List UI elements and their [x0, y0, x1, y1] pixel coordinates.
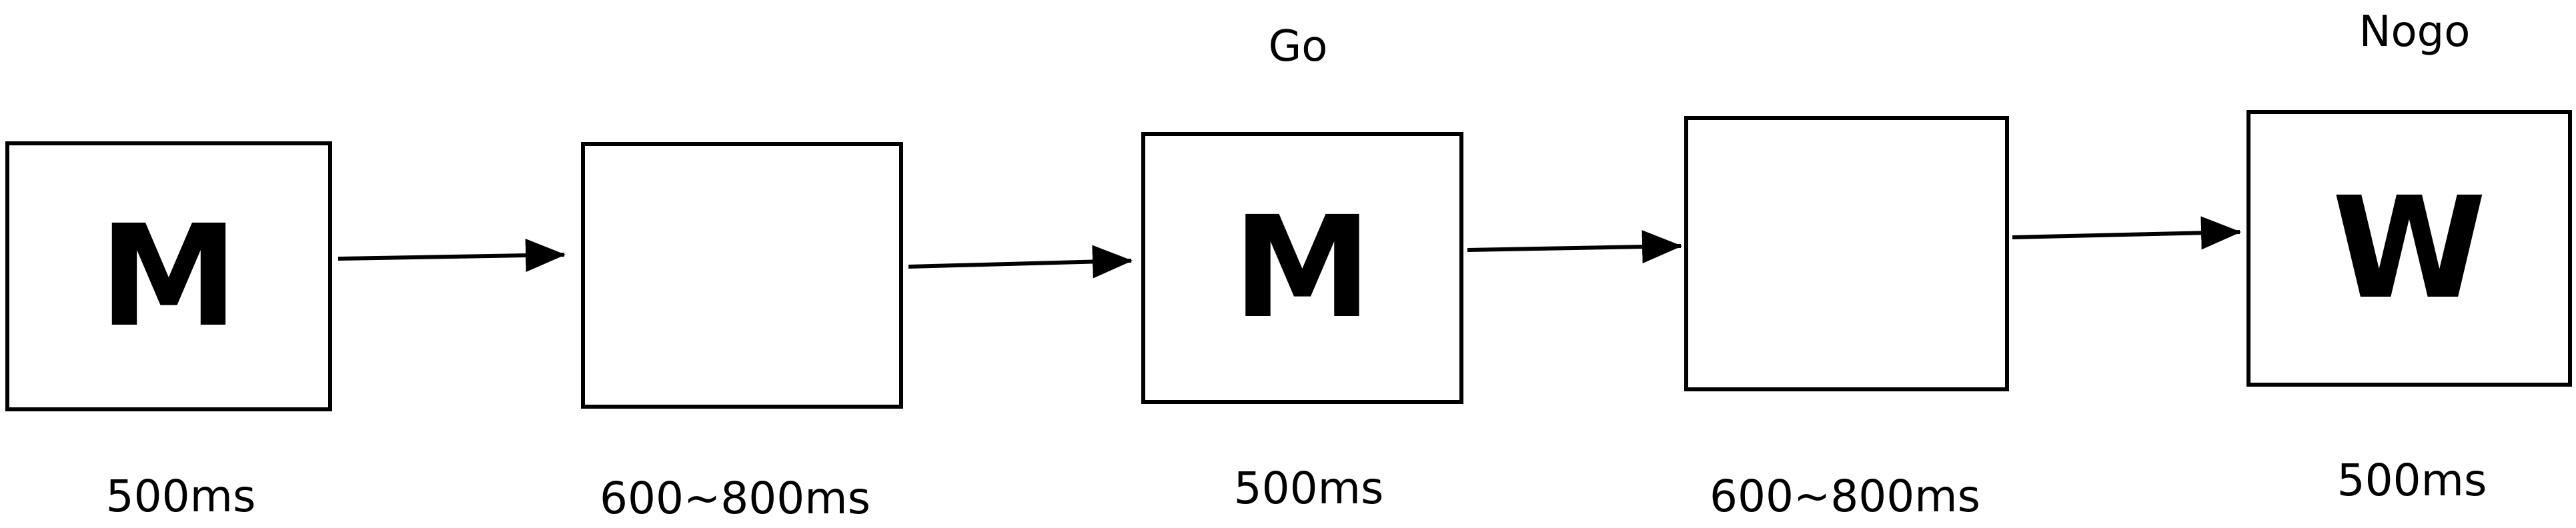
arrow-3: [1467, 230, 1682, 264]
stimulus-panel-5: W: [2246, 110, 2572, 387]
stimulus-letter: M: [99, 194, 239, 358]
duration-label: 600~800ms: [600, 473, 870, 524]
stimulus-panel-3: M: [1141, 132, 1463, 404]
duration-label: 500ms: [105, 471, 256, 522]
duration-label: 500ms: [2337, 455, 2487, 506]
condition-label-nogo: Nogo: [2359, 7, 2471, 57]
stimulus-letter: W: [2332, 166, 2487, 330]
stimulus-letter: M: [1233, 186, 1372, 349]
blank-panel-2: [581, 142, 903, 409]
stimulus-panel-1: M: [5, 141, 332, 411]
duration-label: 500ms: [1233, 463, 1384, 514]
arrow-1: [338, 239, 566, 273]
condition-label-go: Go: [1268, 22, 1328, 71]
blank-panel-4: [1684, 116, 2009, 391]
arrow-2: [908, 245, 1133, 279]
arrow-4: [2012, 216, 2241, 250]
duration-label: 600~800ms: [1710, 471, 1980, 522]
